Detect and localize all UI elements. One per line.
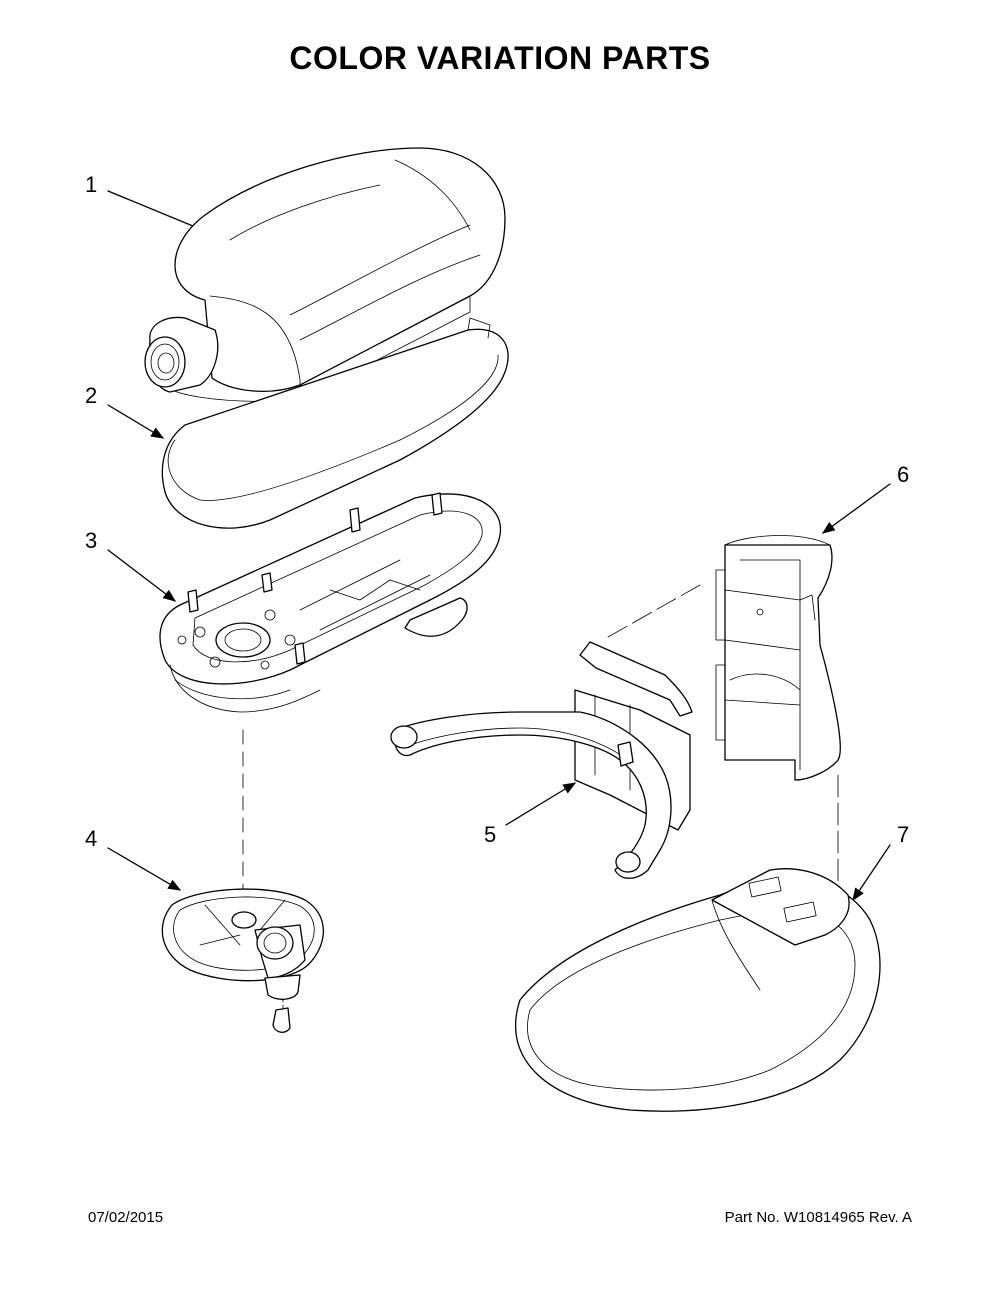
part-2-trim-band bbox=[161, 317, 509, 529]
assembly-guide-lines bbox=[242, 584, 839, 1011]
callout-6: 6 bbox=[897, 462, 909, 487]
leader-arrow-2 bbox=[107, 404, 165, 439]
part-6-column bbox=[715, 535, 841, 781]
part-1-motor-housing bbox=[144, 147, 506, 402]
leader-arrow-4 bbox=[107, 847, 182, 891]
part-5-bowl-support bbox=[390, 641, 693, 879]
part-4-planetary-plate bbox=[161, 888, 325, 1033]
callout-3: 3 bbox=[85, 528, 97, 553]
part-3-gear-housing bbox=[159, 492, 502, 713]
callout-7: 7 bbox=[897, 822, 909, 847]
footer-part-number: Part No. W10814965 Rev. A bbox=[724, 1209, 912, 1226]
callout-4: 4 bbox=[85, 826, 97, 851]
leader-arrow-6 bbox=[821, 483, 891, 534]
leader-arrow-7 bbox=[852, 844, 891, 902]
part-7-base bbox=[514, 868, 881, 1112]
page-title: COLOR VARIATION PARTS bbox=[289, 40, 711, 76]
callout-5: 5 bbox=[484, 822, 496, 847]
leader-arrow-3 bbox=[107, 549, 177, 602]
callout-2: 2 bbox=[85, 383, 97, 408]
leader-arrow-5 bbox=[505, 782, 577, 826]
callout-1: 1 bbox=[85, 172, 97, 197]
footer-date: 07/02/2015 bbox=[88, 1209, 164, 1226]
